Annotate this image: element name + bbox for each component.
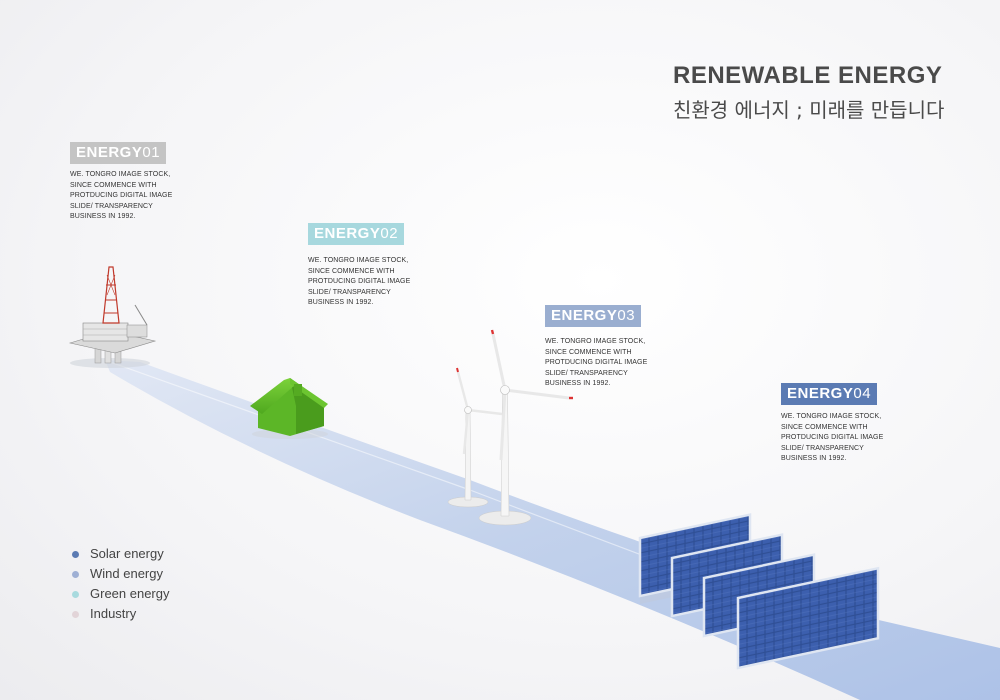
solar-panel-icon <box>638 513 880 670</box>
legend-dot-industry <box>72 611 79 618</box>
energy-01-tag-number: 01 <box>142 144 161 161</box>
energy-03-tag: ENERGY03 <box>545 305 642 327</box>
legend-item-green: Green energy <box>72 584 170 604</box>
oil-platform-icon <box>68 266 157 368</box>
energy-04-tag-label: ENERGY <box>787 385 854 402</box>
energy-01-tag-label: ENERGY <box>76 144 143 161</box>
energy-02-tag-label: ENERGY <box>314 225 381 242</box>
energy-path <box>105 360 1000 700</box>
legend-dot-solar <box>72 551 79 558</box>
energy-03-tag-label: ENERGY <box>551 307 618 324</box>
page-subtitle: 친환경 에너지 ; 미래를 만듭니다 <box>673 98 945 122</box>
page-title: RENEWABLE ENERGY <box>673 62 943 89</box>
energy-01-tag: ENERGY01 <box>70 142 167 164</box>
legend-item-wind: Wind energy <box>72 564 170 584</box>
energy-04-tag-number: 04 <box>853 385 872 402</box>
energy-02-tag: ENERGY02 <box>308 223 405 245</box>
energy-03-tag-number: 03 <box>617 307 636 324</box>
legend-dot-green <box>72 591 79 598</box>
legend-label-industry: Industry <box>90 606 137 621</box>
legend-dot-wind <box>72 571 79 578</box>
energy-04-tag: ENERGY04 <box>781 383 878 405</box>
legend-label-solar: Solar energy <box>90 546 164 561</box>
energy-02-description: WE. TONGRO IMAGE STOCK, SINCE COMMENCE W… <box>308 257 411 306</box>
energy-01-description: WE. TONGRO IMAGE STOCK, SINCE COMMENCE W… <box>70 171 173 220</box>
energy-03-description: WE. TONGRO IMAGE STOCK, SINCE COMMENCE W… <box>545 338 648 387</box>
legend-label-wind: Wind energy <box>90 566 163 581</box>
wind-turbine-icon <box>447 329 573 526</box>
legend-item-solar: Solar energy <box>72 544 170 564</box>
energy-04-description: WE. TONGRO IMAGE STOCK, SINCE COMMENCE W… <box>781 413 884 462</box>
house-icon <box>250 378 328 439</box>
legend: Solar energy Wind energy Green energy In… <box>72 544 170 624</box>
legend-item-industry: Industry <box>72 604 170 624</box>
legend-label-green: Green energy <box>90 586 170 601</box>
energy-02-tag-number: 02 <box>380 225 399 242</box>
